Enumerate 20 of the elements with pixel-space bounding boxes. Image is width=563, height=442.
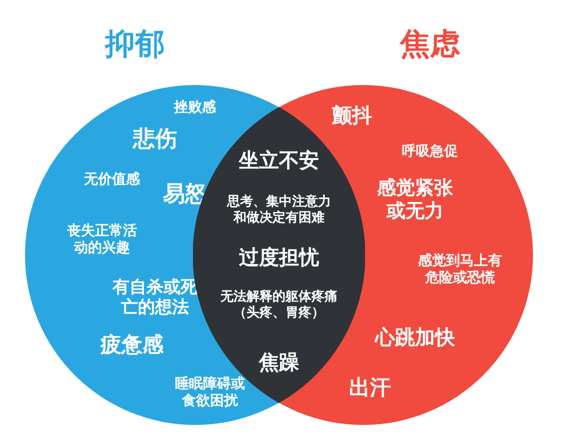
symptom-text: 颤抖 [332,103,372,127]
symptom-text: 感觉到马上有危险或恐慌 [417,253,503,287]
symptom-text: 无价值感 [84,172,140,188]
symptom-text: 疲惫感 [100,332,164,358]
symptom-text: 挫败感 [174,100,216,116]
circle-heading: 焦虑 [400,27,460,63]
symptom-text: 呼吸急促 [402,144,458,160]
circle-heading: 抑郁 [105,27,165,63]
symptom-text: 焦躁 [259,350,299,374]
symptom-text: 有自杀或死亡的想法 [111,278,198,318]
symptom-text: 心跳加快 [375,325,455,349]
symptom-text: 丧失正常活动的兴趣 [66,223,138,257]
symptom-text: 悲伤 [133,126,177,154]
symptom-text: 出汗 [349,375,391,401]
symptom-text: 感觉紧张或无力 [376,177,454,223]
symptom-text: 过度担忧 [239,245,319,269]
symptom-text: 思考、集中注意力和做决定有困难 [226,194,332,226]
symptom-text: 坐立不安 [239,148,319,172]
symptom-text: 睡眠障碍或食欲困扰 [174,376,246,410]
symptom-text: 无法解释的躯体疼痛（头疼、胃疼） [219,289,338,321]
